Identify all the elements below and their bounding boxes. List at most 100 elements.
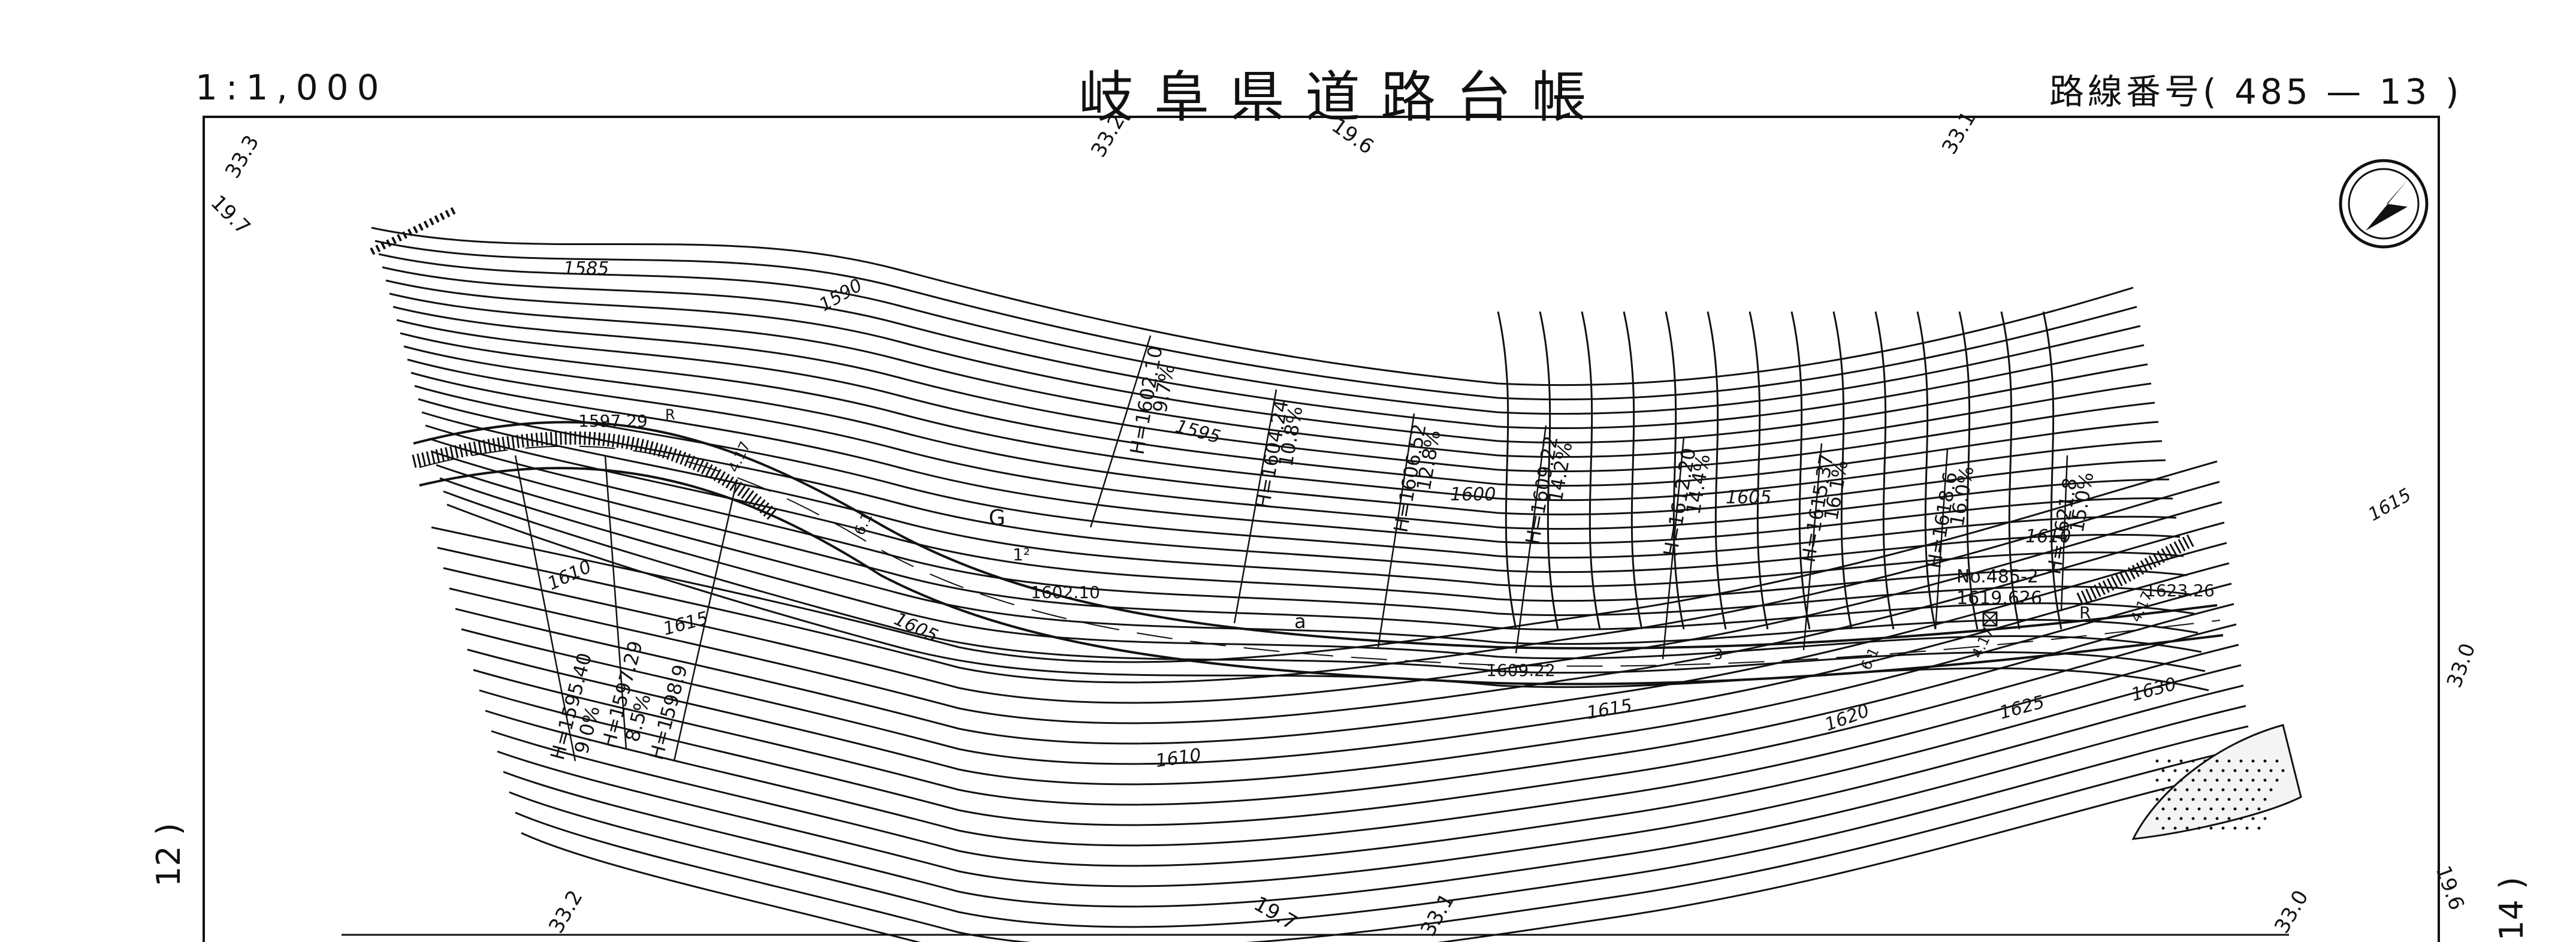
contour-line <box>473 603 2234 806</box>
stipple-dot <box>2185 769 2189 772</box>
stipple-dot <box>2197 807 2201 811</box>
stipple-dot <box>2215 778 2219 782</box>
stipple-dot <box>2227 798 2231 801</box>
contour-line <box>515 745 2251 942</box>
frame-number: 33.0 <box>2442 640 2480 691</box>
contour-line <box>491 664 2242 867</box>
stipple-dot <box>2191 798 2195 801</box>
contour-line <box>389 292 2152 458</box>
stipple-dot <box>2209 807 2213 811</box>
stipple-dot <box>2179 778 2183 782</box>
road-code: 1² <box>1013 545 1030 564</box>
stipple-dot <box>2263 817 2267 820</box>
road-code: R <box>665 406 675 423</box>
profile-leader-line <box>1662 437 1685 660</box>
road-code: G <box>989 506 1005 530</box>
stipple-dot <box>2179 798 2183 801</box>
stipple-dot <box>2161 807 2165 811</box>
stipple-dot <box>2239 778 2243 782</box>
contour-line <box>396 319 2159 487</box>
contour-line <box>371 227 2134 387</box>
contour-line <box>385 279 2148 444</box>
stipple-dot <box>2173 788 2177 792</box>
contour-label: 1630 <box>2129 674 2179 706</box>
road <box>413 421 2224 686</box>
contour-line <box>1707 311 1727 630</box>
frame-number: 33.0 <box>2270 886 2313 938</box>
contour-line <box>437 481 2220 684</box>
stipple-dot <box>2209 788 2213 792</box>
contour-label: 1610 <box>545 556 595 594</box>
contour-line <box>509 725 2249 928</box>
profile-leader-line <box>604 455 627 750</box>
stipple-dot <box>2197 788 2201 792</box>
contour-line <box>455 542 2227 745</box>
contour-line <box>378 253 2141 415</box>
profile-leader-line <box>1802 443 1823 651</box>
stipple-dot <box>2233 807 2237 811</box>
stippled-area <box>2131 724 2302 840</box>
stipple-dot <box>2221 788 2225 792</box>
frame-number: 19.6 <box>1327 114 1378 159</box>
stipple-dot <box>2251 798 2255 801</box>
road-code: 6.1 <box>1858 645 1883 672</box>
stipple-dot <box>2227 817 2231 820</box>
contour-line <box>375 240 2137 401</box>
stipple-dot <box>2173 826 2177 830</box>
road-code: R <box>2079 603 2091 623</box>
contour-line <box>382 266 2145 430</box>
stipple-dot <box>2257 826 2261 830</box>
contour-line <box>1958 311 1979 630</box>
stipple-dot <box>2191 759 2195 763</box>
contour-line <box>521 766 2254 942</box>
stipple-dot <box>2209 769 2213 772</box>
stipple-dot <box>2275 778 2279 782</box>
contour-label: 1605 <box>891 609 941 647</box>
contour-line <box>479 623 2237 826</box>
stipple-dot <box>2221 826 2225 830</box>
contour-line <box>421 411 2184 588</box>
stipple-dot <box>2209 826 2213 830</box>
stipple-dot <box>2233 788 2237 792</box>
stipple-dot <box>2191 778 2195 782</box>
stipple-dot <box>2269 788 2273 792</box>
stipple-dot <box>2239 798 2243 801</box>
elevation-label: 1609.22 <box>1486 660 1556 680</box>
contour-line <box>428 437 2191 617</box>
profile-leader-line <box>1233 389 1278 624</box>
contour-line <box>443 490 2206 674</box>
stipple-dot <box>2155 759 2159 763</box>
stipple-dot <box>2257 769 2261 772</box>
stipple-dot <box>2251 778 2255 782</box>
stipple-dot <box>2263 778 2267 782</box>
stipple-dot <box>2215 817 2219 820</box>
road-code: a <box>1294 610 1306 633</box>
contour-label: 1620 <box>1822 701 1873 736</box>
stipple-dot <box>2227 778 2231 782</box>
contour-line <box>392 306 2155 473</box>
profile-leader-line <box>1934 449 1949 630</box>
stipple-dot <box>2167 759 2171 763</box>
contour-line <box>425 424 2188 602</box>
frame-number: 33.1 <box>1416 889 1459 941</box>
stipple-dot <box>2239 759 2243 763</box>
profile-leader-line <box>1377 413 1415 648</box>
frame-number: 19.6 <box>2431 862 2469 913</box>
map-scale: 1:1,000 <box>195 67 388 108</box>
contour-line <box>461 562 2230 765</box>
stipple-dot <box>2245 826 2249 830</box>
station-elevation: 1619.626 <box>1956 588 2042 609</box>
contour-label: 1615 <box>2365 484 2415 525</box>
stipple-dot <box>2233 769 2237 772</box>
stipple-dot <box>2173 769 2177 772</box>
profile-leader-line <box>1089 335 1152 528</box>
contour-label: 1605 <box>1726 487 1771 508</box>
contour-line <box>1916 311 1937 630</box>
contour-label: 1595 <box>1173 416 1223 448</box>
stipple-dot <box>2161 826 2165 830</box>
contour-line <box>2000 311 2021 630</box>
stipple-dot <box>2155 798 2159 801</box>
frame-number: 33.1 <box>1937 107 1980 159</box>
stipple-dot <box>2203 759 2207 763</box>
